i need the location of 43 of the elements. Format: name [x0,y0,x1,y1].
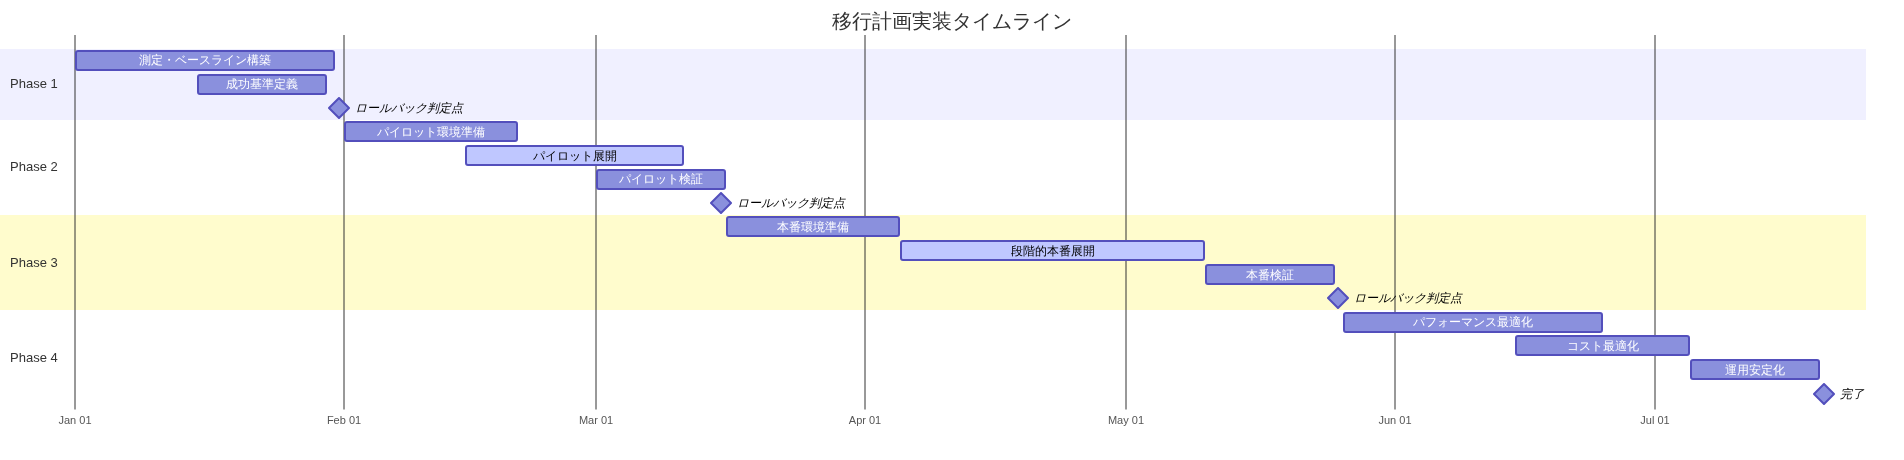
milestone-label: ロールバック判定点 [1354,292,1462,305]
task-bar [1515,335,1690,357]
axis-tick-label: Apr 01 [848,414,882,426]
section-band [0,48,1866,120]
milestone-label: 完了 [1840,387,1864,400]
task-label: パイロット検証 [619,173,703,186]
milestone-diamond [710,192,732,215]
axis-tick-label: Jan 01 [58,414,92,426]
task-label: 本番検証 [1246,268,1294,281]
task-bar [596,168,726,190]
axis-tick-label: Jul 01 [1640,414,1670,426]
task-label: 測定・ベースライン構築 [139,54,271,67]
task-label: パフォーマンス最適化 [1413,316,1533,329]
section-label: Phase 4 [10,350,58,364]
milestone-diamond [1813,382,1835,405]
milestone-label: ロールバック判定点 [355,102,463,114]
task-bar [1343,311,1603,333]
task-bar [75,49,335,71]
axis-tick-label: Feb 01 [326,414,362,426]
task-label: 本番環境準備 [777,221,849,233]
task-label: 段階的本番展開 [1010,244,1095,257]
chart-title: 移行計画実装タイムライン [831,9,1073,34]
axis-tick-label: Jun 01 [1378,414,1412,426]
task-bar [900,240,1205,262]
milestone-diamond [1327,287,1349,310]
milestone-label: ロールバック判定点 [737,197,845,210]
task-label: 運用安定化 [1725,363,1785,376]
section-band [0,215,1866,311]
task-label: パイロット環境準備 [377,125,485,138]
axis-tick-label: May 01 [1107,414,1145,426]
task-bar [1690,359,1820,381]
task-label: コスト最適化 [1566,340,1639,352]
section-label: Phase 2 [10,160,58,174]
task-bar [1205,264,1335,286]
task-bar [726,216,900,238]
section-label: Phase 1 [10,77,58,91]
axis-tick-label: Mar 01 [578,414,614,426]
task-bar [344,121,518,143]
task-label: パイロット展開 [532,149,617,162]
task-bar [465,145,684,167]
task-label: 成功基準定義 [226,78,298,91]
task-bar [197,73,327,95]
section-label: Phase 3 [10,255,58,269]
